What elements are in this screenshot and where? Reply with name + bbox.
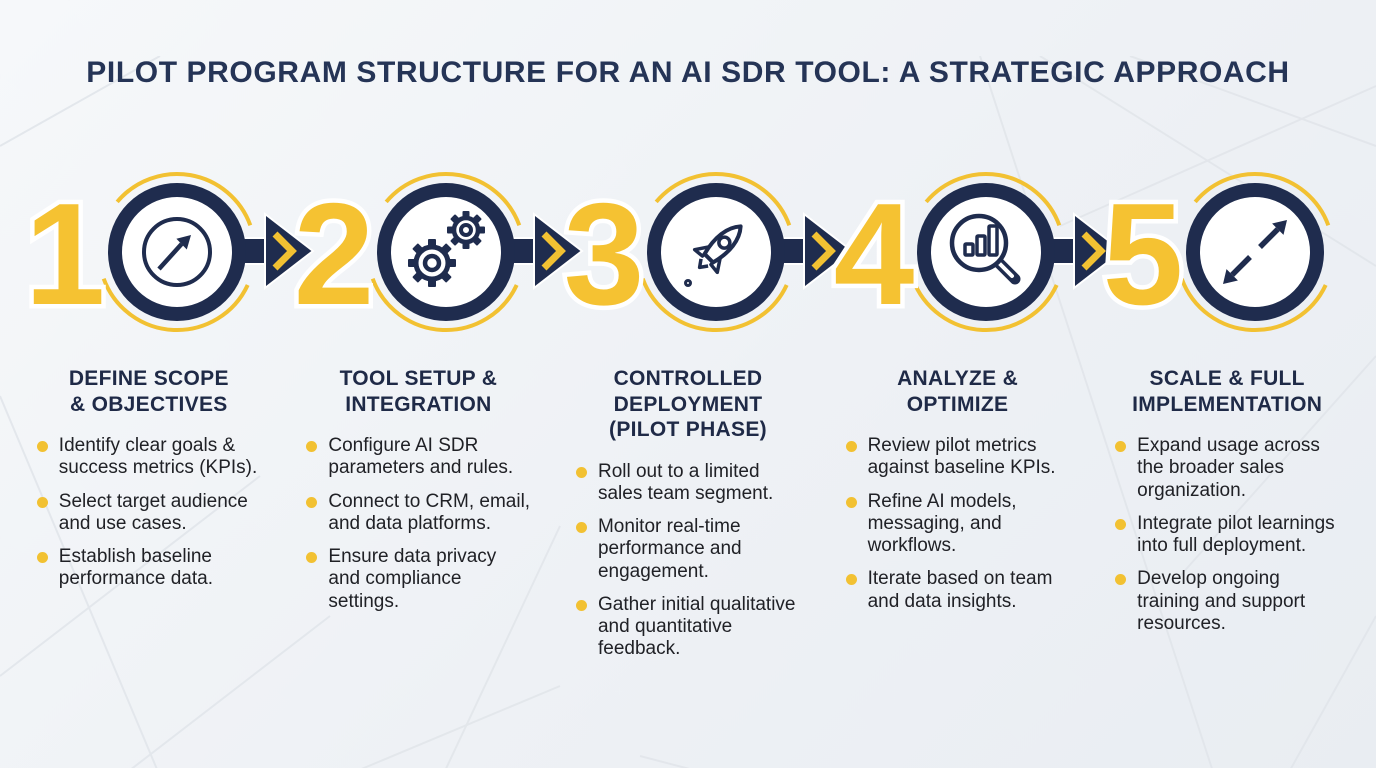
step-5: 5 SCALE & FULL IMPLEMENTATION Expand usa… bbox=[1092, 164, 1362, 672]
bullet-dot bbox=[845, 574, 857, 586]
gears-icon bbox=[408, 211, 486, 287]
step-3-badge: 3 bbox=[559, 169, 854, 340]
bullet-dot bbox=[575, 599, 587, 611]
bullet-text: Develop ongoing training and support res… bbox=[1137, 568, 1306, 634]
bullet-item: Monitor real-time performance and engage… bbox=[575, 516, 800, 583]
step-heading: CONTROLLED DEPLOYMENT (PILOT PHASE) bbox=[609, 367, 767, 442]
bullet-text: Expand usage across the broader sales or… bbox=[1137, 435, 1320, 501]
bullet-text: Monitor real-time performance and engage… bbox=[597, 516, 742, 582]
step-3: 3 CONTROLLED DEPLOYMENT (PILOT PHASE) Ro… bbox=[553, 164, 854, 672]
bullet-dot bbox=[845, 441, 857, 453]
trending-up-icon bbox=[141, 217, 212, 287]
expand-arrows-icon bbox=[1223, 220, 1288, 284]
bullet-dot bbox=[306, 496, 318, 508]
bullet-text: Integrate pilot learnings into full depl… bbox=[1137, 512, 1335, 557]
step-5-graphic: 5 bbox=[1092, 164, 1362, 340]
bullet-item: Roll out to a limited sales team segment… bbox=[575, 460, 800, 505]
bullet-dot bbox=[575, 466, 587, 478]
step-2-badge: 2 bbox=[290, 169, 585, 340]
bullet-text: Refine AI models, messaging, and workflo… bbox=[867, 490, 1017, 557]
bullet-text: Connect to CRM, email, and data platform… bbox=[328, 490, 531, 534]
step-bullet-list: Configure AI SDR parameters and rules. C… bbox=[306, 435, 530, 613]
step-2-graphic: 2 bbox=[284, 164, 585, 340]
bullet-item: Gather initial qualitative and quantitat… bbox=[575, 593, 800, 661]
step-heading: TOOL SETUP & INTEGRATION bbox=[339, 367, 498, 416]
page-title: PILOT PROGRAM STRUCTURE FOR AN AI SDR TO… bbox=[86, 56, 1290, 89]
step-bullet-list: Identify clear goals & success metrics (… bbox=[36, 435, 261, 590]
bullet-dot bbox=[36, 441, 48, 453]
bullet-text: Select target audience and use cases. bbox=[58, 490, 248, 534]
step-heading: ANALYZE & OPTIMIZE bbox=[897, 367, 1019, 416]
step-4: 4 ANALYZE & OPTIMIZE Review pilot metric… bbox=[823, 164, 1124, 672]
bullet-dot bbox=[1115, 574, 1127, 586]
steps-row: 1 DEFINE SCOPE & OBJECTIVES Identify cle… bbox=[0, 164, 1376, 672]
step-number: 4 bbox=[833, 173, 914, 335]
bullet-item: Configure AI SDR parameters and rules. bbox=[306, 435, 530, 479]
bullet-item: Review pilot metrics against baseline KP… bbox=[845, 435, 1070, 479]
bullet-text: Ensure data privacy and compliance setti… bbox=[328, 546, 497, 612]
ring-accent-arcs bbox=[640, 172, 792, 333]
step-1-graphic: 1 bbox=[14, 164, 315, 340]
step-1: 1 DEFINE SCOPE & OBJECTIVES Identify cle… bbox=[14, 164, 315, 672]
bullet-item: Expand usage across the broader sales or… bbox=[1115, 435, 1339, 502]
step-1-badge: 1 bbox=[20, 169, 315, 340]
step-heading: SCALE & FULL IMPLEMENTATION bbox=[1132, 367, 1323, 416]
bullet-dot bbox=[1115, 441, 1127, 453]
bullet-text: Configure AI SDR parameters and rules. bbox=[328, 435, 514, 479]
bullet-dot bbox=[575, 522, 587, 534]
bullet-item: Iterate based on team and data insights. bbox=[845, 568, 1070, 612]
bullet-dot bbox=[845, 496, 857, 508]
step-2: 2 TOOL SETUP & INTEGRATION Configure AI … bbox=[284, 164, 585, 672]
step-heading: DEFINE SCOPE & OBJECTIVES bbox=[68, 367, 229, 416]
ring-accent-arcs bbox=[101, 172, 252, 333]
bullet-dot bbox=[36, 496, 48, 508]
ring-accent-arcs bbox=[371, 172, 522, 333]
step-number: 5 bbox=[1103, 173, 1184, 335]
bullet-item: Establish baseline performance data. bbox=[36, 546, 261, 590]
bullet-dot bbox=[1115, 518, 1127, 530]
step-number: 3 bbox=[564, 173, 645, 335]
step-4-graphic: 4 bbox=[823, 164, 1124, 340]
bullet-dot bbox=[306, 552, 318, 564]
rocket-icon bbox=[683, 224, 743, 287]
bullet-text: Iterate based on team and data insights. bbox=[867, 568, 1053, 612]
bullet-text: Identify clear goals & success metrics (… bbox=[58, 435, 258, 479]
bullet-text: Roll out to a limited sales team segment… bbox=[597, 460, 774, 505]
step-5-badge: 5 bbox=[1098, 169, 1331, 340]
bullet-item: Select target audience and use cases. bbox=[36, 490, 261, 535]
step-number: 2 bbox=[294, 173, 375, 335]
bullet-item: Identify clear goals & success metrics (… bbox=[36, 435, 261, 479]
step-4-badge: 4 bbox=[829, 169, 1124, 340]
flow-arrow-icon bbox=[770, 211, 854, 291]
ring-accent-arcs bbox=[1179, 172, 1331, 333]
bullet-item: Connect to CRM, email, and data platform… bbox=[306, 491, 530, 535]
bullet-text: Establish baseline performance data. bbox=[58, 546, 213, 590]
bullet-dot bbox=[306, 441, 318, 453]
step-number: 1 bbox=[24, 173, 105, 335]
step-bullet-list: Review pilot metrics against baseline KP… bbox=[845, 435, 1070, 613]
step-bullet-list: Roll out to a limited sales team segment… bbox=[575, 460, 800, 661]
step-ring bbox=[1186, 183, 1325, 321]
bullet-dot bbox=[36, 552, 48, 564]
bullet-item: Ensure data privacy and compliance setti… bbox=[306, 546, 530, 613]
step-3-graphic: 3 bbox=[553, 164, 854, 340]
step-bullet-list: Expand usage across the broader sales or… bbox=[1115, 435, 1339, 635]
ring-accent-arcs bbox=[910, 172, 1061, 333]
bullet-item: Develop ongoing training and support res… bbox=[1115, 568, 1339, 635]
bullet-text: Gather initial qualitative and quantitat… bbox=[597, 593, 796, 660]
bullet-item: Integrate pilot learnings into full depl… bbox=[1115, 513, 1339, 557]
bullet-text: Review pilot metrics against baseline KP… bbox=[867, 435, 1056, 479]
chart-magnifier-icon bbox=[949, 213, 1021, 285]
bullet-item: Refine AI models, messaging, and workflo… bbox=[845, 490, 1070, 558]
